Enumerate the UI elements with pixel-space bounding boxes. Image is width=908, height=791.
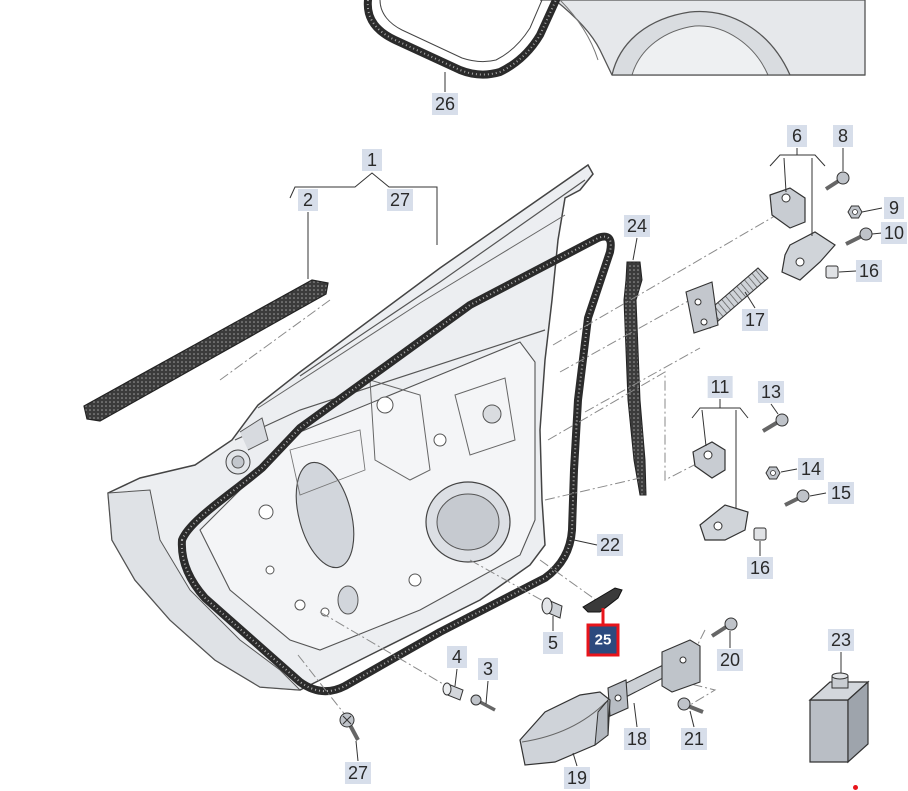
callout-20[interactable]: 20 <box>716 649 744 671</box>
callout-27-lower[interactable]: 27 <box>344 762 372 784</box>
part-9-nut <box>847 205 863 219</box>
callout-3[interactable]: 3 <box>478 658 498 680</box>
callout-16-upper[interactable]: 16 <box>855 260 883 282</box>
marker-dot <box>853 785 858 790</box>
callout-2[interactable]: 2 <box>298 189 318 211</box>
part-6-upper-hinge <box>769 187 836 281</box>
part-26-seal <box>363 0 560 79</box>
part-21-bolt <box>677 697 704 714</box>
callout-24[interactable]: 24 <box>623 215 651 237</box>
part-5-grommet <box>541 597 563 619</box>
part-3-screw <box>470 694 496 712</box>
leader-lines <box>289 72 883 767</box>
part-24-weatherstrip <box>623 261 647 496</box>
part-10-bolt <box>845 227 873 246</box>
part-16-bushing-upper <box>825 265 839 279</box>
callout-16-lower[interactable]: 16 <box>746 557 774 579</box>
callout-8[interactable]: 8 <box>833 125 853 147</box>
part-25-seal-piece <box>582 587 623 613</box>
part-20-bolt <box>710 617 738 638</box>
callout-23[interactable]: 23 <box>827 629 855 651</box>
part-16-bushing-lower <box>753 527 767 541</box>
callout-17[interactable]: 17 <box>741 309 769 331</box>
body-panel-top <box>540 0 866 76</box>
callout-11[interactable]: 11 <box>707 376 733 398</box>
callout-25[interactable]: 25 <box>586 623 620 657</box>
callout-21[interactable]: 21 <box>680 728 708 750</box>
part-11-lower-hinge <box>692 441 749 541</box>
callout-27-upper[interactable]: 27 <box>386 189 414 211</box>
part-19-cover <box>519 691 611 766</box>
part-17-door-check <box>685 267 769 334</box>
part-13-bolt <box>761 413 789 433</box>
callout-14[interactable]: 14 <box>797 458 825 480</box>
part-1-door-shell <box>107 163 594 691</box>
part-2-trim-strip <box>83 279 329 422</box>
part-27-screw <box>339 712 360 741</box>
callout-4[interactable]: 4 <box>447 646 467 668</box>
part-14-nut <box>765 466 781 480</box>
callout-10[interactable]: 10 <box>880 222 908 244</box>
callout-19[interactable]: 19 <box>563 767 591 789</box>
callout-1[interactable]: 1 <box>362 149 382 171</box>
callout-26[interactable]: 26 <box>431 93 459 115</box>
callout-15[interactable]: 15 <box>827 482 855 504</box>
callout-22[interactable]: 22 <box>596 534 624 556</box>
part-18-bracket <box>607 639 701 717</box>
alignment-lines <box>219 209 786 717</box>
callout-5[interactable]: 5 <box>543 632 563 654</box>
part-23-container <box>808 672 870 764</box>
callout-13[interactable]: 13 <box>757 381 785 403</box>
callout-6[interactable]: 6 <box>787 125 807 147</box>
callout-9[interactable]: 9 <box>884 197 904 219</box>
part-4-pin <box>442 682 464 701</box>
callout-18[interactable]: 18 <box>623 728 651 750</box>
part-15-bolt <box>784 489 810 507</box>
part-22-door-seal <box>177 232 615 696</box>
part-8-bolt <box>824 171 850 191</box>
